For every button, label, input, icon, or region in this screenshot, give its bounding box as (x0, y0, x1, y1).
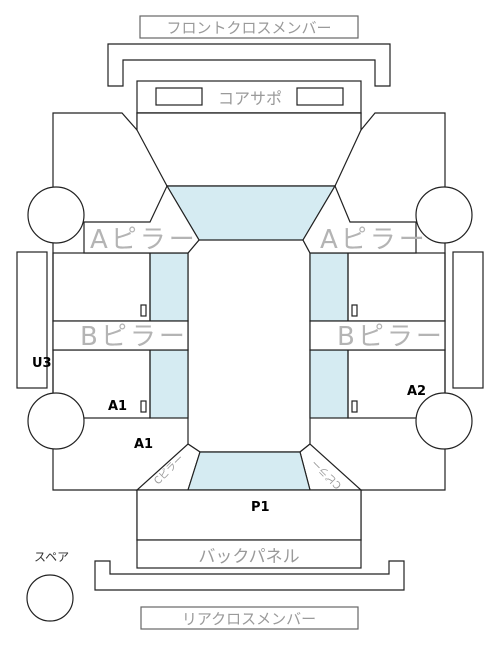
front-cross-member-label: フロントクロスメンバー (166, 19, 331, 37)
right-rear-door-handle (351, 400, 358, 413)
front-right-wheel[interactable] (415, 186, 473, 244)
right-rear-window[interactable] (309, 349, 349, 419)
core-support-label: コアサポ (218, 89, 282, 108)
left-rear-door-handle (140, 400, 147, 413)
left-front-door-handle (140, 304, 147, 317)
right-a-pillar[interactable] (302, 184, 417, 254)
right-front-door-handle (351, 304, 358, 317)
rear-right-wheel[interactable] (415, 392, 473, 450)
left-b-pillar[interactable] (52, 320, 189, 351)
front-left-wheel[interactable] (27, 186, 85, 244)
back-panel-box[interactable] (136, 539, 362, 569)
left-front-window[interactable] (149, 252, 189, 322)
spare-wheel[interactable] (26, 574, 74, 622)
damage-code-a1-pillar: A1 (108, 399, 127, 414)
rear-glass[interactable] (187, 451, 311, 491)
front-bumper-bracket (107, 43, 391, 87)
right-front-window[interactable] (309, 252, 349, 322)
left-rear-window[interactable] (149, 349, 189, 419)
left-a-pillar-label: Aピラー (90, 225, 198, 255)
damage-code-a1-body: A1 (134, 437, 153, 452)
hood-panel (136, 112, 362, 187)
right-a-pillar-label: Aピラー (320, 225, 428, 255)
front-cross-member-box[interactable] (139, 15, 359, 39)
rear-cross-member-box[interactable] (140, 606, 359, 630)
back-panel-label: バックパネル (198, 547, 299, 567)
rear-left-wheel[interactable] (27, 392, 85, 450)
core-support-left-slot (155, 87, 203, 106)
trunk-panel[interactable] (136, 489, 362, 541)
rear-cross-member-label: リアクロスメンバー (182, 610, 316, 628)
left-a-pillar[interactable] (83, 184, 200, 254)
rear-bumper-bracket (94, 560, 405, 591)
left-b-pillar-label: Bピラー (80, 322, 188, 352)
core-support-right-slot (296, 87, 344, 106)
right-rocker-panel[interactable] (452, 251, 484, 389)
damage-code-p1: P1 (251, 500, 270, 515)
right-b-pillar-label: Bピラー (337, 322, 445, 352)
right-b-pillar[interactable] (309, 320, 446, 351)
left-rocker-panel[interactable] (16, 251, 48, 389)
damage-code-a2: A2 (407, 384, 426, 399)
spare-label: スペア (34, 550, 69, 564)
damage-code-u3: U3 (32, 356, 52, 371)
